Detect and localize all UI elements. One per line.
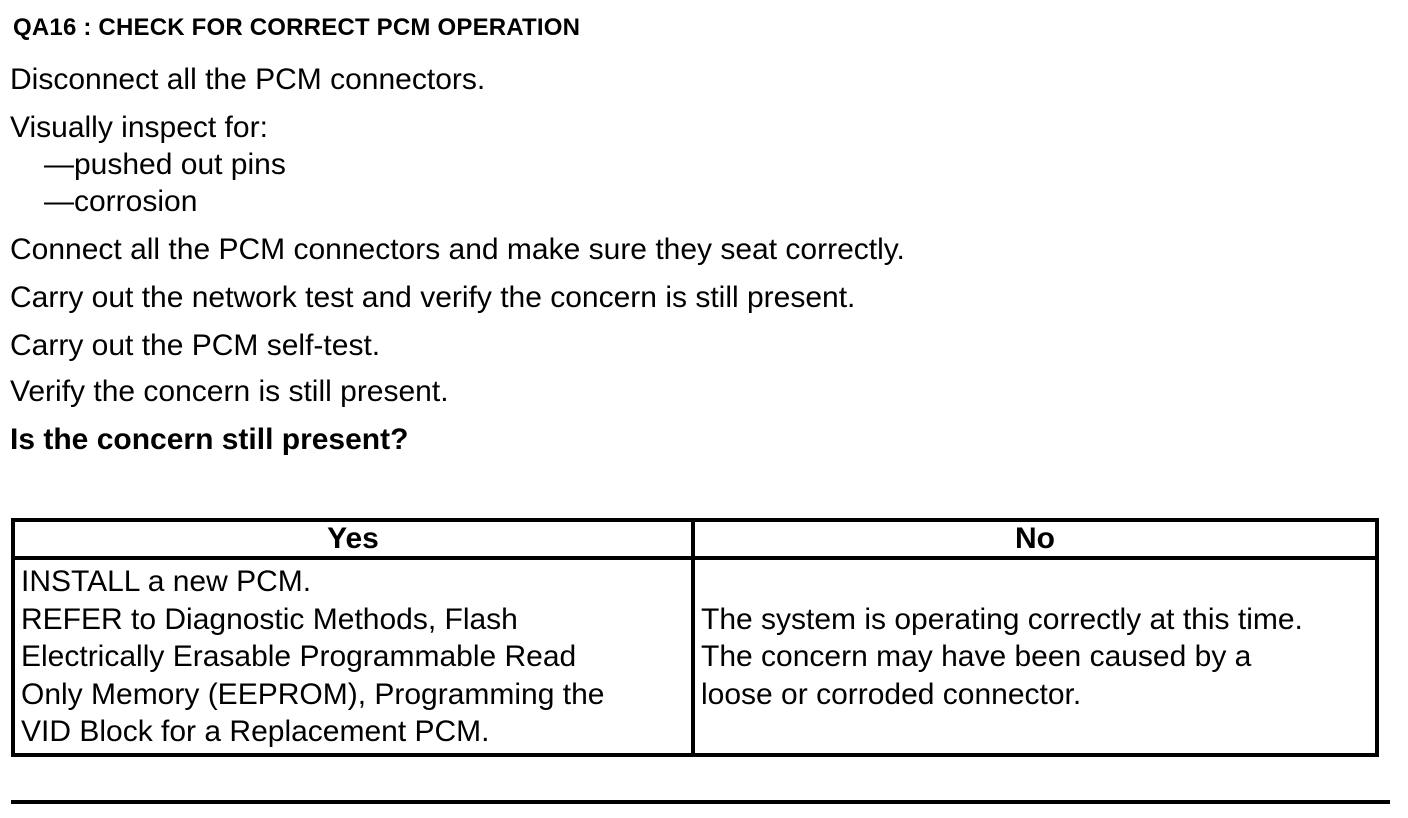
step-inspect: Visually inspect for: bbox=[10, 111, 268, 144]
header-yes: Yes bbox=[11, 518, 695, 560]
step-disconnect: Disconnect all the PCM connectors. bbox=[10, 63, 486, 96]
table-header-row: Yes No bbox=[11, 518, 1379, 560]
no-line: The concern may have been caused by a bbox=[701, 640, 1252, 673]
yes-cell: INSTALL a new PCM. REFER to Diagnostic M… bbox=[11, 556, 695, 757]
question: Is the concern still present? bbox=[10, 423, 409, 456]
step-self-test: Carry out the PCM self-test. bbox=[10, 329, 381, 362]
no-line: loose or corroded connector. bbox=[701, 677, 1082, 711]
no-cell: The system is operating correctly at thi… bbox=[691, 556, 1379, 757]
table-row: INSTALL a new PCM. REFER to Diagnostic M… bbox=[11, 556, 1379, 757]
inspect-item-corrosion: —corrosion bbox=[44, 185, 198, 218]
yes-line: VID Block for a Replacement PCM. bbox=[21, 715, 490, 748]
step-connect: Connect all the PCM connectors and make … bbox=[10, 233, 905, 266]
result-table: Yes No INSTALL a new PCM. REFER to Diagn… bbox=[11, 518, 1379, 757]
yes-line: Only Memory (EEPROM), Programming the bbox=[21, 677, 605, 711]
bottom-rule bbox=[11, 800, 1390, 804]
yes-line: REFER to Diagnostic Methods, Flash bbox=[21, 602, 518, 636]
yes-line: INSTALL a new PCM. bbox=[21, 565, 312, 598]
step-verify: Verify the concern is still present. bbox=[10, 375, 449, 408]
yes-line: Electrically Erasable Programmable Read bbox=[21, 640, 577, 673]
inspect-item-pins: —pushed out pins bbox=[44, 148, 286, 181]
no-line: The system is operating correctly at thi… bbox=[701, 602, 1303, 636]
step-network-test: Carry out the network test and verify th… bbox=[10, 281, 856, 314]
header-no: No bbox=[691, 518, 1379, 560]
page-heading: QA16 : CHECK FOR CORRECT PCM OPERATION bbox=[13, 14, 581, 41]
